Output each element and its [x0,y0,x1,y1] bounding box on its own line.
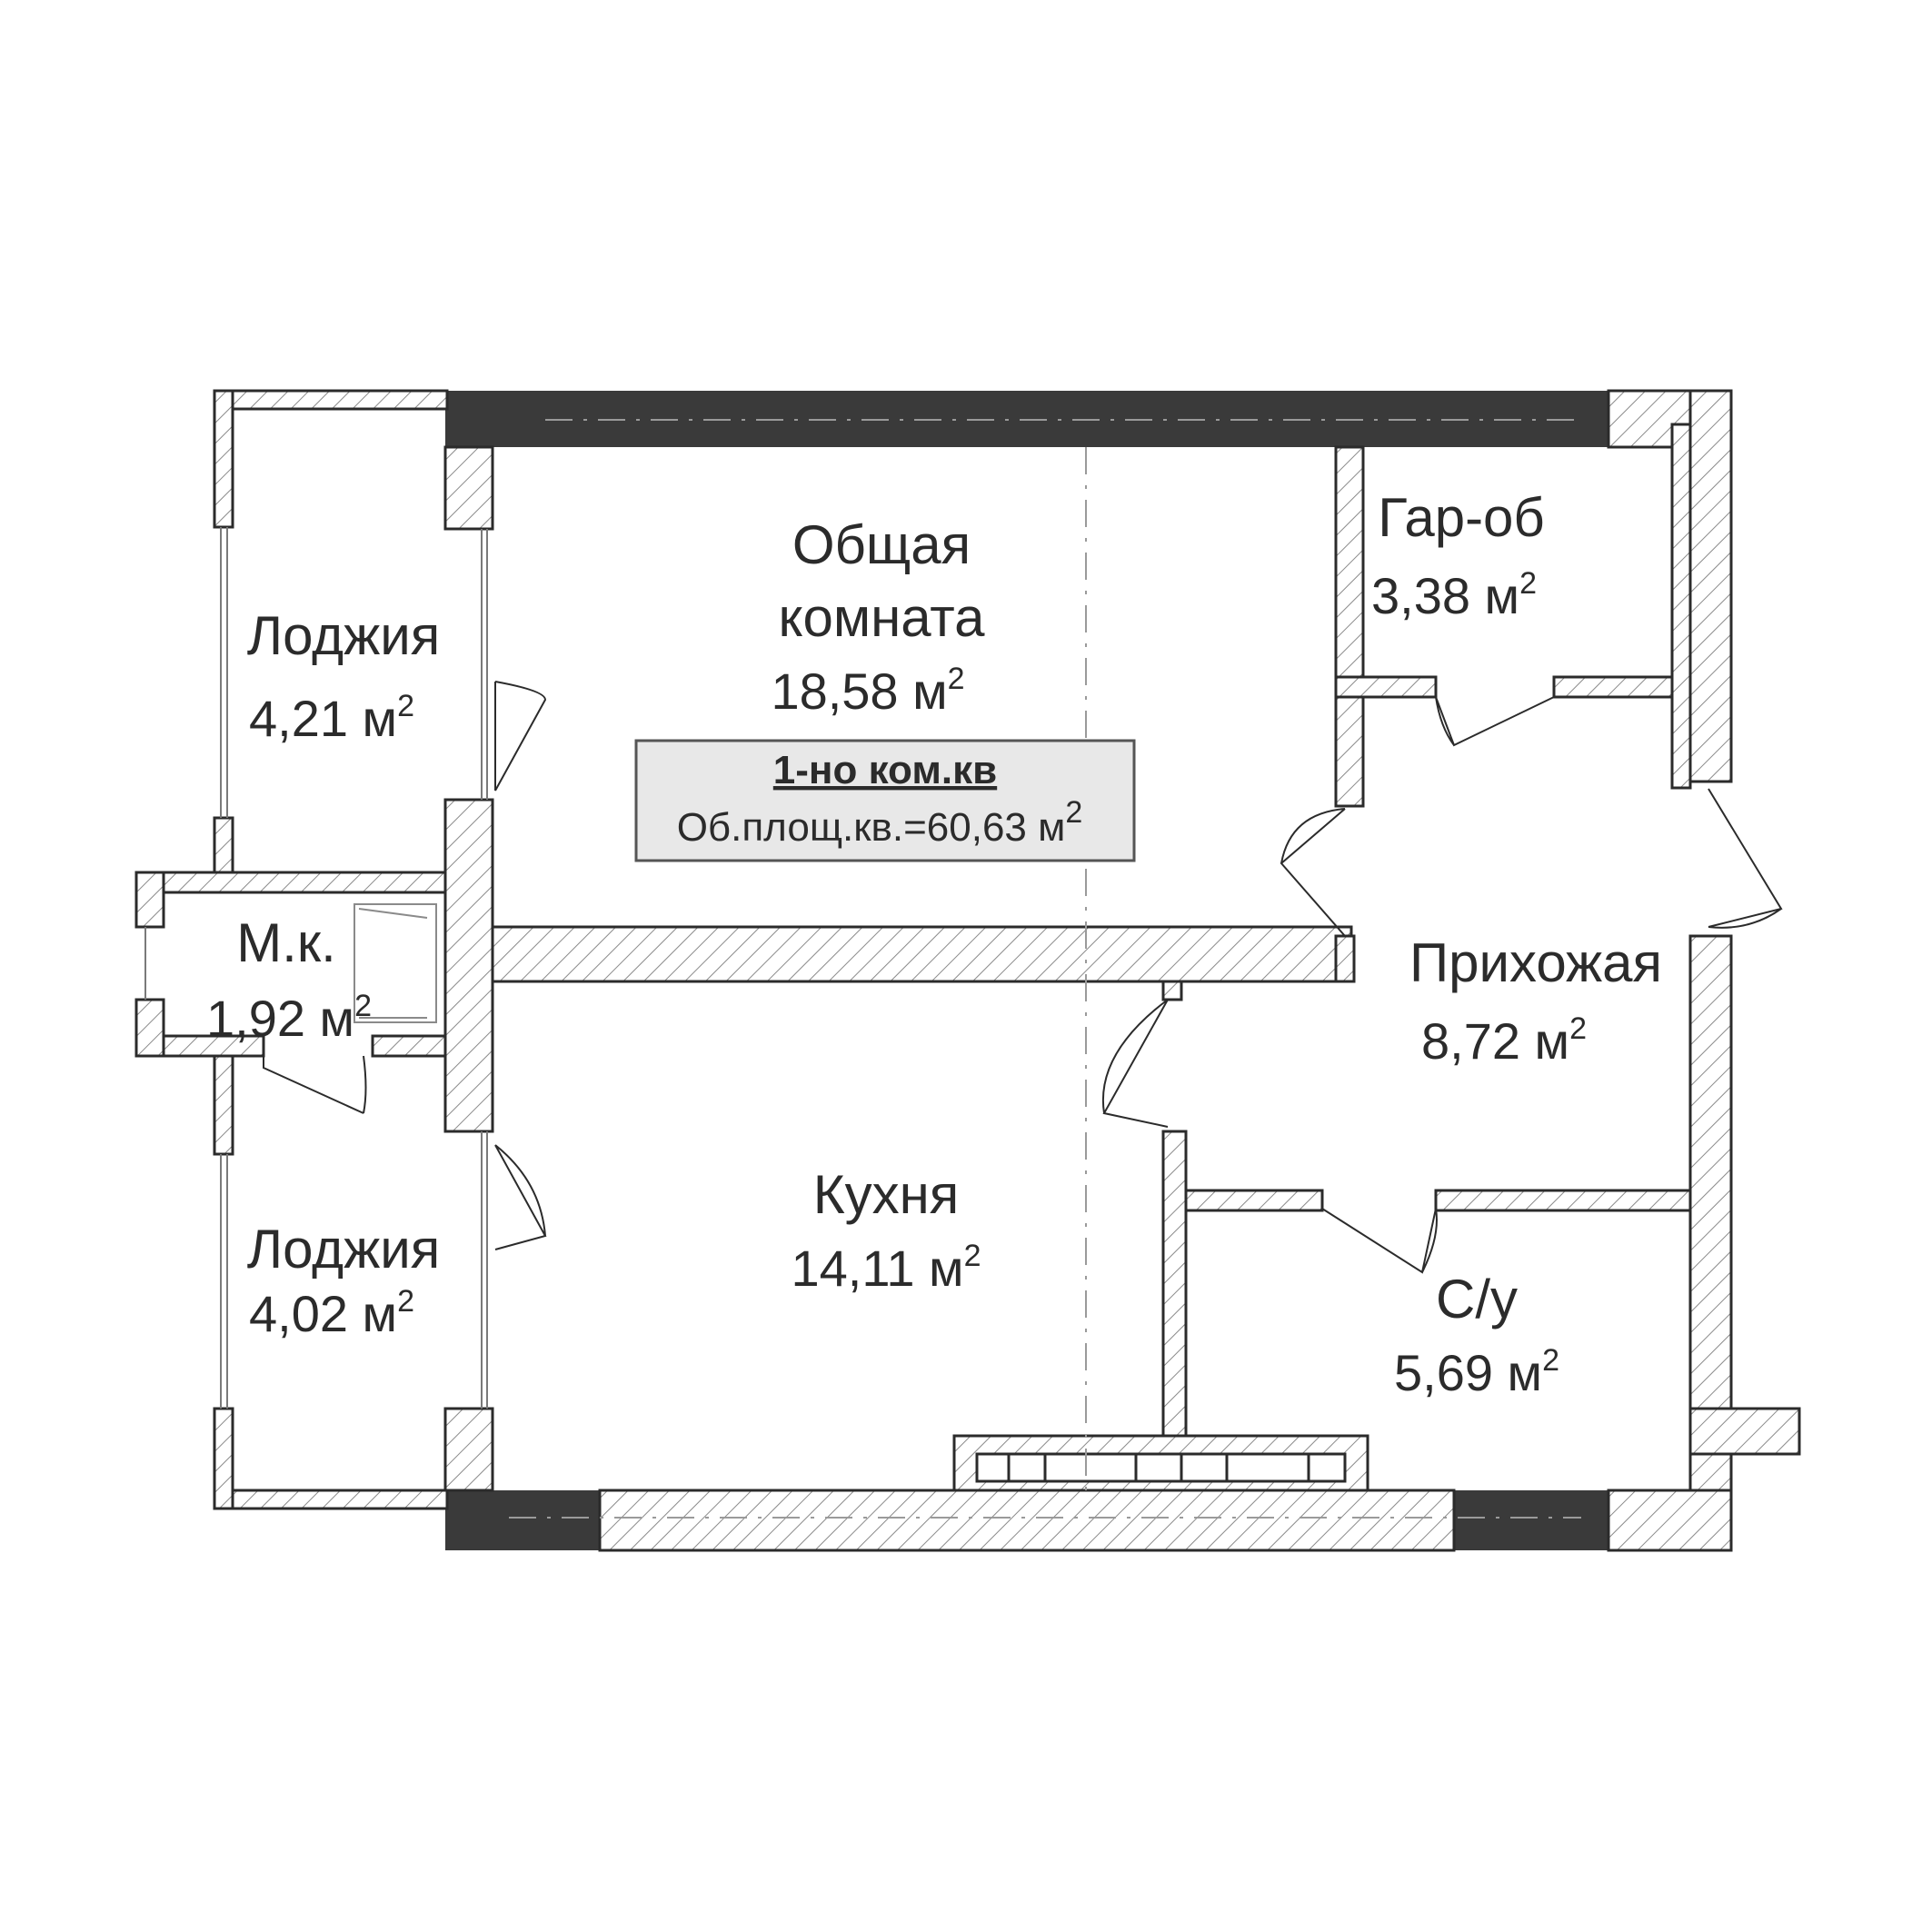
wall [1552,675,1692,699]
wall [1670,423,1692,790]
room-name-small-room: М.к. [236,912,336,973]
info-box-total-area: Об.площ.кв.=60,63 м2 [677,795,1083,850]
wall [1161,1130,1188,1451]
info-box: 1-но ком.кв Об.площ.кв.=60,63 м2 [634,739,1136,862]
wall [1688,389,1733,783]
room-area-bathroom: 5,69 м2 [1394,1343,1559,1401]
room-area-small-room: 1,92 м2 [206,989,372,1047]
door-small-room [263,1055,367,1114]
wall [443,1407,494,1492]
room-area-wardrobe: 3,38 м2 [1371,566,1537,624]
room-name-common-line2: комната [779,587,986,648]
room-name-hallway: Прихожая [1409,932,1662,993]
boiler-icon [354,903,437,1023]
info-box-title: 1-но ком.кв [773,748,997,792]
info-box-frame [634,739,1136,862]
room-area-loggia-top: 4,21 м2 [249,689,414,747]
wall [213,389,449,411]
room-name-loggia-bottom: Лоджия [247,1219,441,1280]
wall [1161,980,1183,1001]
wall [1334,934,1356,983]
wall [213,1407,234,1510]
labels: Общая комната 18,58 м2 Лоджия 4,21 м2 Га… [206,487,1662,1401]
wall [1688,934,1733,1492]
door-entrance [1708,788,1783,929]
wall [443,798,494,1133]
door-loggia-bottom [494,1144,547,1250]
wall [1334,675,1438,699]
wall [598,1489,1456,1552]
room-name-wardrobe: Гар-об [1378,487,1545,548]
room-area-loggia-bottom: 4,02 м2 [249,1284,414,1342]
door-common-room [1280,808,1346,937]
door-wardrobe [1435,696,1555,747]
room-name-bathroom: С/у [1436,1269,1518,1329]
door-bathroom [1321,1208,1438,1274]
room-name-loggia-top: Лоджия [247,605,441,666]
vent-strip [975,1452,1347,1483]
solid-wall-bottom-right [1454,1490,1608,1550]
wall [1688,1407,1801,1456]
wall [213,389,234,529]
vent-outline [975,1452,1347,1483]
wall [1607,1489,1733,1552]
room-name-kitchen: Кухня [813,1164,960,1225]
wall [134,998,165,1058]
wall [1434,1189,1692,1212]
wall [1334,445,1365,808]
room-area-hallway: 8,72 м2 [1421,1011,1587,1070]
room-area-common: 18,58 м2 [771,662,964,720]
door-loggia-top [494,681,547,792]
room-area-kitchen: 14,11 м2 [792,1239,981,1297]
axis-lines [509,419,1581,1519]
wall [1184,1189,1324,1212]
wall [371,1034,447,1058]
doors [263,681,1783,1274]
wall [443,445,494,531]
solid-wall-bottom-left [445,1490,600,1550]
wall [213,1489,449,1510]
wall [491,925,1353,983]
wall [134,871,165,929]
windows [144,527,488,1409]
wall [134,871,447,894]
room-name-common-line1: Общая [792,514,971,575]
door-kitchen [1101,999,1169,1128]
